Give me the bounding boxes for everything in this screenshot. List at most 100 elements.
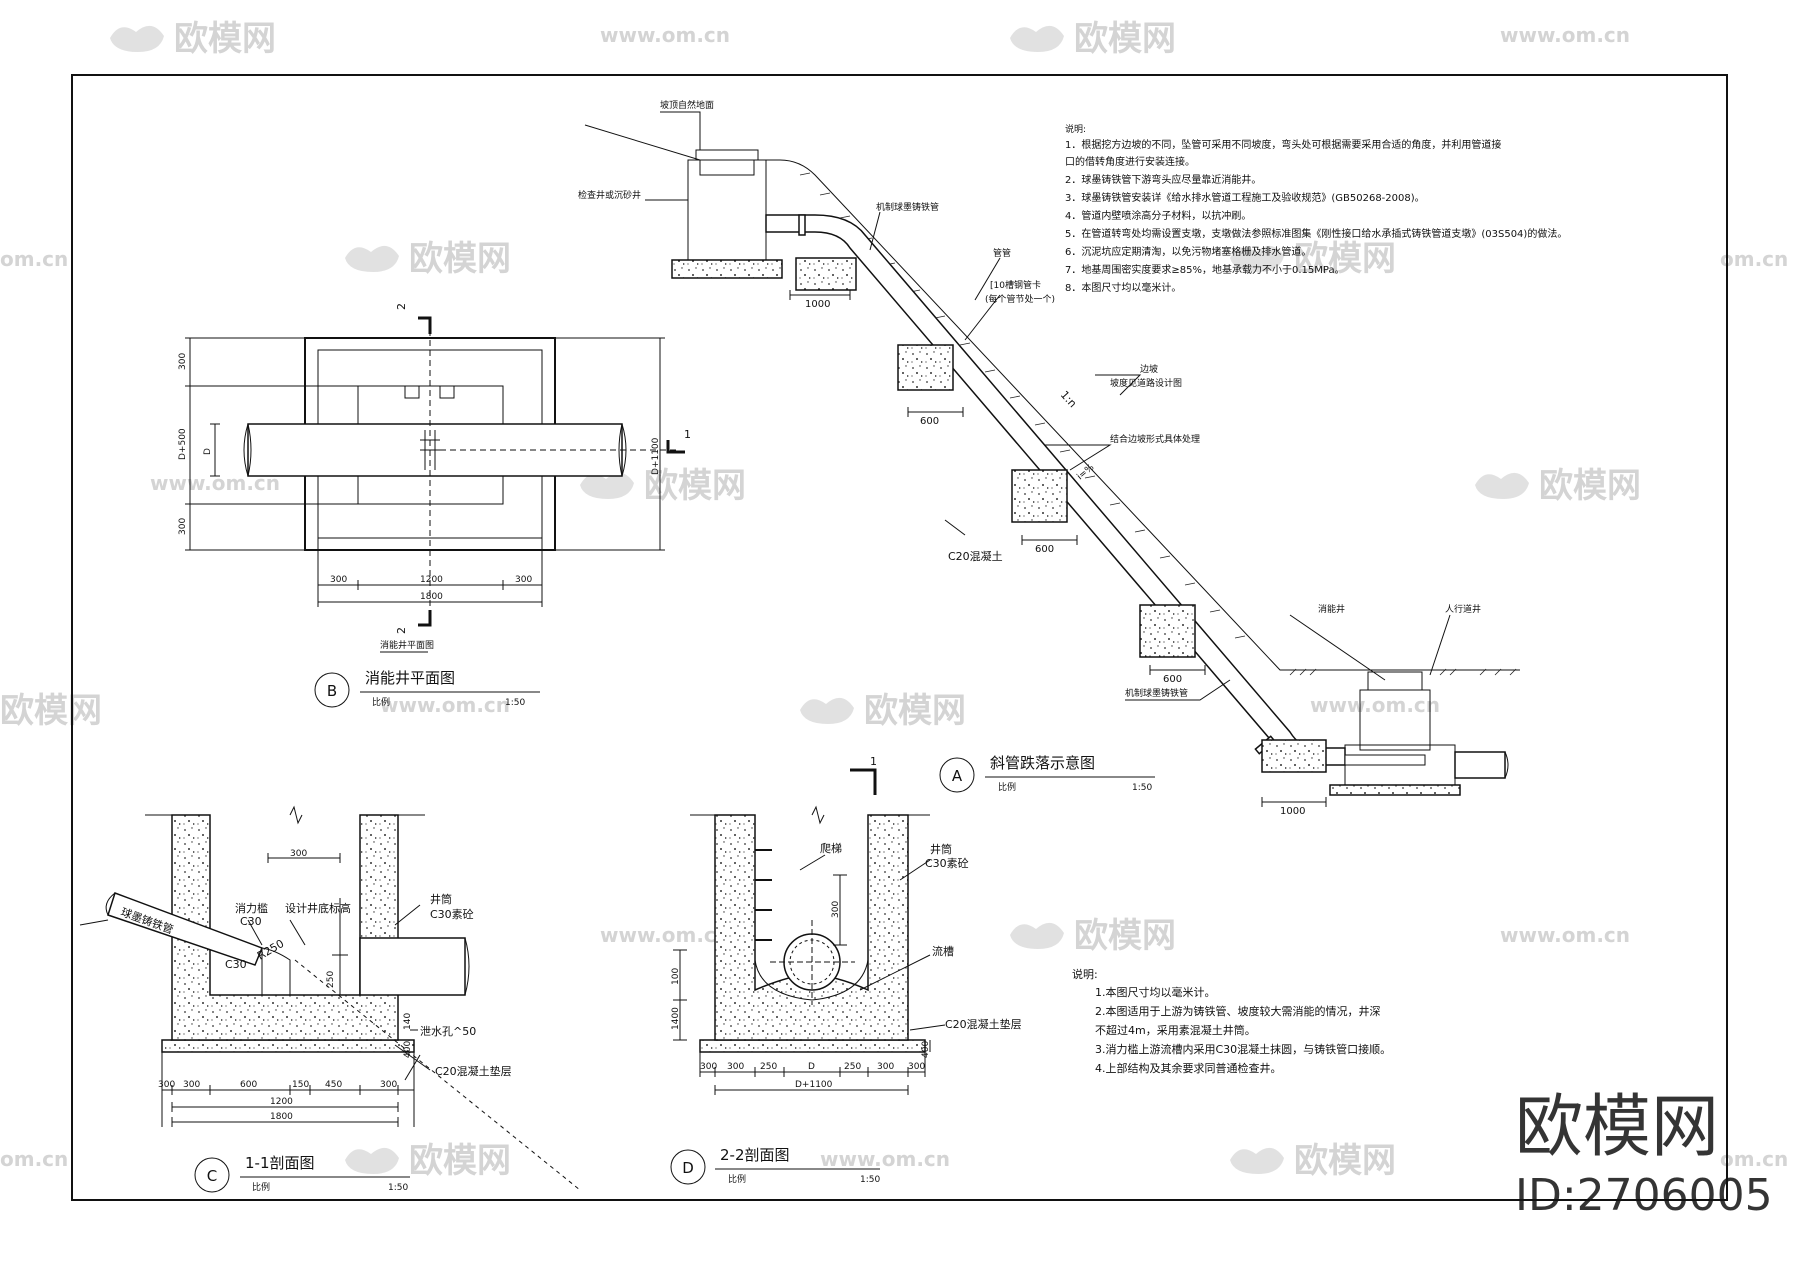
pipe-support — [1011, 469, 1068, 523]
note-top-item: 2．球墨铸铁管下游弯头应尽量靠近消能井。 — [1065, 173, 1261, 186]
dim-b-left-mid: D+500 — [178, 428, 188, 460]
dim-c-b1-4: 450 — [325, 1080, 342, 1090]
watermark-logo: 欧模网 — [345, 239, 511, 279]
dim-d-v1400: 1400 — [671, 1007, 681, 1030]
notes-bottom: 说明: 1.本图尺寸均以毫米计。 2.本图适用于上游为铸铁管、坡度较大需消能的情… — [1072, 967, 1391, 1075]
outlet-pipe — [1454, 751, 1506, 779]
dim-b-bot-left: 300 — [330, 575, 347, 585]
dim-d-v300: 300 — [831, 901, 841, 918]
view-a-leaders — [645, 111, 1451, 701]
watermark-logo: 欧模网 — [580, 466, 746, 506]
view-d-marker-text: D — [682, 1159, 694, 1177]
label-manhole: 人行道井 — [1445, 603, 1481, 615]
view-a-marker — [939, 757, 975, 793]
svg-text:欧模网: 欧模网 — [1294, 239, 1396, 279]
dim-b-left-top: 300 — [178, 353, 188, 370]
label-inspection-well: 检查井或沉砂井 — [578, 189, 641, 201]
label-ductile-pipe-bottom: 机制球墨铸铁管 — [1125, 687, 1188, 699]
watermark-logo: 欧模网 — [345, 1141, 511, 1181]
dim-b-left-bot: 300 — [178, 518, 188, 535]
view-c-title: 1-1剖面图 — [245, 1154, 315, 1172]
notes-top-heading: 说明: — [1065, 123, 1086, 135]
watermark-logo: 欧模网 — [1010, 19, 1176, 59]
dim-d-b1-6: 300 — [908, 1062, 925, 1072]
note-bottom-item: 1.本图尺寸均以毫米计。 — [1095, 985, 1216, 999]
watermark-url: www.om.cn — [380, 693, 510, 717]
note-top-item: 7．地基周围密实度要求≥85%，地基承载力不小于0.15MPa。 — [1065, 263, 1345, 276]
svg-text:欧模网: 欧模网 — [1074, 916, 1176, 956]
watermark-url: www.om.cn — [600, 923, 730, 947]
ground-line — [584, 124, 1520, 671]
note-top-item: 1．根据挖方边坡的不同，坠管可采用不同坡度，弯头处可根据需要采用合适的角度，并利… — [1065, 138, 1501, 151]
svg-text:欧模网: 欧模网 — [1294, 1141, 1396, 1181]
dim-d-b1-0: 300 — [700, 1062, 717, 1072]
note-top-item: 4．管道内壁喷涂高分子材料，以抗冲刷。 — [1065, 209, 1251, 222]
watermark-url: www.om.cn — [1500, 23, 1630, 47]
svg-text:欧模网: 欧模网 — [409, 1141, 511, 1181]
view-a-marker-text: A — [952, 767, 963, 785]
svg-text:欧模网: 欧模网 — [1539, 466, 1641, 506]
dim-b-bot-right: 300 — [515, 575, 532, 585]
label-gradient: 1:n — [1058, 388, 1080, 410]
svg-text:1: 1 — [684, 428, 691, 441]
note-bottom-item: 3.消力槛上游流槽内采用C30混凝土抹圆，与铸铁管口接顺。 — [1095, 1042, 1391, 1056]
view-c-dims-bottom — [161, 1052, 415, 1127]
dim-c-b3: 1800 — [270, 1112, 293, 1122]
watermark-url: www.om.cn — [1500, 923, 1630, 947]
note-bottom-item: 不超过4m，采用素混凝土井筒。 — [1095, 1023, 1256, 1037]
view-c-scale: 1:50 — [388, 1183, 408, 1193]
label-channel: 流槽 — [932, 944, 954, 958]
label-sill: 消力槛 — [235, 901, 268, 915]
dim-d-v400: 400 — [921, 1041, 931, 1058]
dim-a-4: 600 — [1163, 674, 1182, 685]
svg-text:2: 2 — [395, 627, 408, 634]
section-mark-1 — [666, 440, 685, 454]
view-d-marker — [670, 1149, 706, 1185]
note-top-item: 3．球墨铸铁管安装详《给水排水管道工程施工及验收规范》(GB50268-2008… — [1065, 191, 1425, 204]
section-mark-1-d-text: 1 — [870, 755, 877, 768]
label-ground-top: 坡顶自然地面 — [660, 99, 714, 111]
dim-d-b1-1: 300 — [727, 1062, 744, 1072]
label-ladder: 爬梯 — [820, 842, 842, 855]
label-slope-note: 坡度见道路设计图 — [1110, 377, 1182, 389]
label-bracket-sub: (每个管节处一个) — [985, 293, 1055, 305]
svg-text:2: 2 — [395, 303, 408, 310]
dim-d-b1-5: 300 — [877, 1062, 894, 1072]
shaft-walls-d — [714, 814, 909, 1041]
view-b-plan: 2 2 1 300 D+500 300 D D+1100 300 1200 30… — [178, 303, 691, 708]
view-d-section-2-2: 1 爬梯 井筒 C30素砼 流槽 C20混凝土垫层 300 100 1400 — [670, 755, 1022, 1185]
label-slope-form: 结合边坡形式具体处理 — [1110, 433, 1200, 445]
section-mark-2-top — [418, 316, 432, 334]
watermark-url: om.cn — [0, 247, 68, 271]
view-d-title: 2-2剖面图 — [720, 1146, 790, 1164]
dim-c-b2: 1200 — [270, 1097, 293, 1107]
ladder-rungs — [755, 849, 772, 941]
pipe-support — [1261, 739, 1327, 773]
dim-c-b1-3: 150 — [292, 1080, 309, 1090]
label-design-level: 设计井底标高 — [285, 901, 351, 915]
view-d-dims-bottom — [699, 1052, 926, 1095]
watermark-url: om.cn — [0, 1147, 68, 1171]
watermark-logo: 欧模网 — [1230, 1141, 1396, 1181]
watermark-url: om.cn — [1720, 1147, 1788, 1171]
label-bracket: [10槽钢管卡 — [990, 279, 1041, 291]
cushion-c — [161, 1039, 415, 1053]
view-b-scale: 1:50 — [505, 698, 525, 708]
dim-a-5: 1000 — [1280, 806, 1305, 817]
label-shaft-c: 井筒 — [430, 892, 452, 906]
view-c-section-1-1: 300 250 140 400 消力槛 C30 C30 R250 设计井底标高 … — [79, 805, 581, 1193]
label-c20: C20混凝土 — [948, 549, 1003, 563]
dim-a-1: 1000 — [805, 299, 830, 310]
dim-b-d: D — [203, 448, 213, 455]
watermark-url: www.om.cn — [600, 23, 730, 47]
dim-c-v250: 250 — [326, 971, 336, 988]
view-a-dims — [789, 290, 1327, 807]
label-cushion-d: C20混凝土垫层 — [945, 1017, 1022, 1031]
watermark-logo: 欧模网 — [1475, 466, 1641, 506]
note-bottom-item: 4.上部结构及其余要求同普通检查井。 — [1095, 1061, 1282, 1075]
view-d-scale-label: 比例 — [728, 1173, 746, 1185]
svg-text:欧模网: 欧模网 — [1074, 19, 1176, 59]
label-slope: 边坡 — [1140, 363, 1158, 375]
view-c-marker-text: C — [207, 1167, 217, 1185]
svg-text:欧模网: 欧模网 — [644, 466, 746, 506]
